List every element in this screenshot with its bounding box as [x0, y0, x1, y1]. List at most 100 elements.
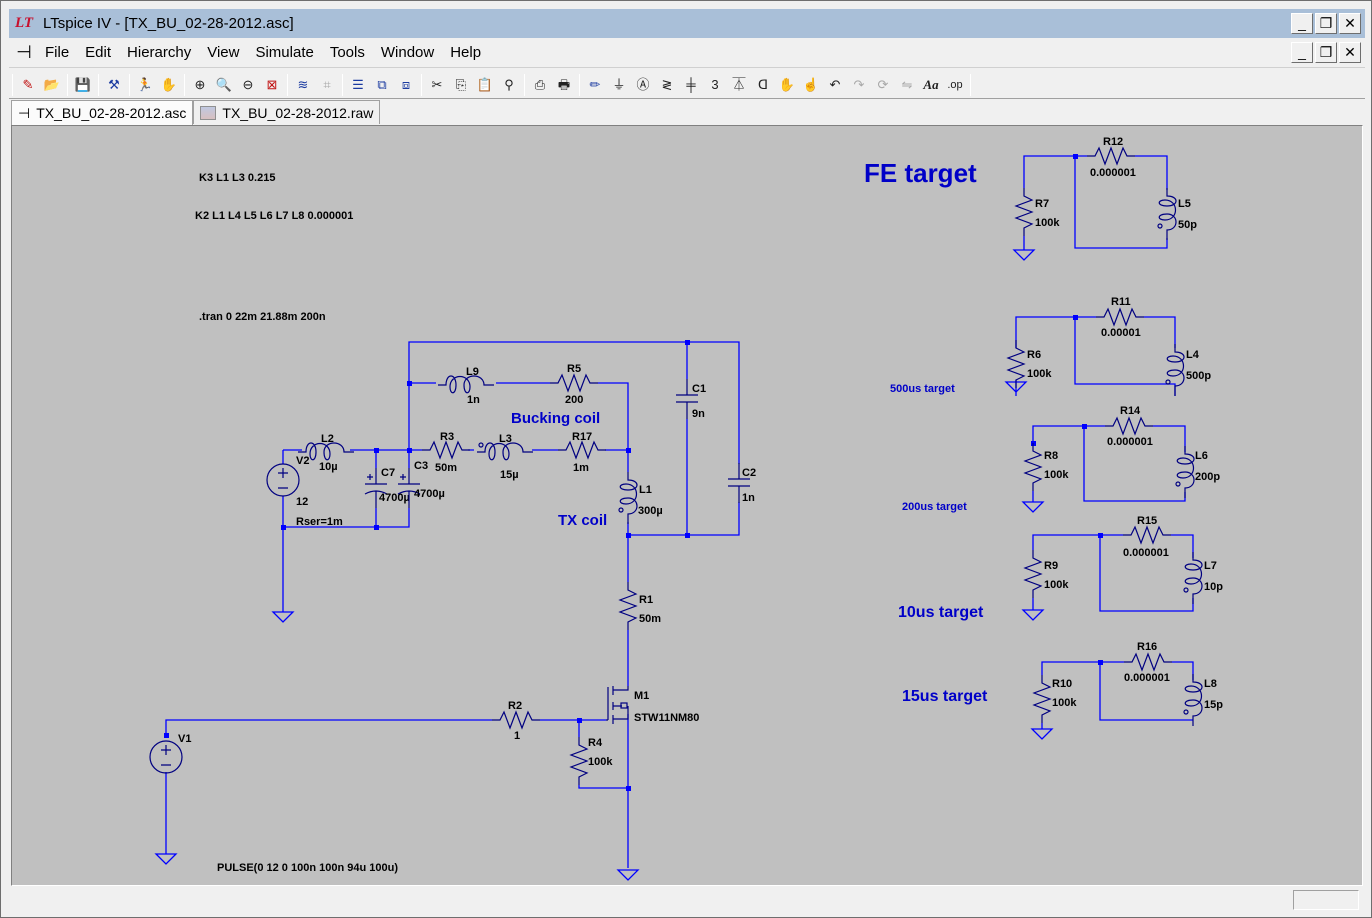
c2-label[interactable]: C2 — [742, 467, 756, 479]
c3-value[interactable]: 4700µ — [414, 488, 445, 500]
r10-label[interactable]: R10 — [1052, 678, 1072, 690]
r2-value[interactable]: 1 — [514, 730, 520, 742]
v1-label[interactable]: V1 — [178, 733, 191, 745]
menu-hierarchy[interactable]: Hierarchy — [127, 44, 192, 61]
ground-icon[interactable]: ⏚ — [612, 76, 626, 92]
draw-wire-icon[interactable]: ✏ — [589, 76, 601, 92]
fe-target-note[interactable]: FE target — [864, 158, 977, 188]
v2-value[interactable]: 12 — [296, 496, 308, 508]
resistor-r17[interactable] — [557, 441, 607, 459]
r4-value[interactable]: 100k — [588, 756, 613, 768]
menu-window[interactable]: Window — [380, 44, 435, 61]
l9-value[interactable]: 1n — [467, 394, 480, 406]
move-icon[interactable]: ✋ — [778, 76, 796, 92]
resistor-icon[interactable]: ≷ — [661, 76, 673, 92]
r7-label[interactable]: R7 — [1035, 198, 1049, 210]
c7-value[interactable]: 4700µ — [379, 492, 410, 504]
15us-target-note[interactable]: 15us target — [902, 688, 988, 705]
print-preview-icon[interactable]: ⎙ — [534, 76, 546, 92]
doc-close-button[interactable]: ✕ — [1339, 42, 1361, 63]
print-icon[interactable]: 🖶 — [557, 76, 571, 92]
l9-label[interactable]: L9 — [466, 366, 479, 378]
menu-tools[interactable]: Tools — [329, 44, 365, 61]
tran-directive[interactable]: .tran 0 22m 21.88m 200n — [199, 311, 326, 323]
l7-label[interactable]: L7 — [1204, 560, 1217, 572]
10us-target-note[interactable]: 10us target — [898, 604, 984, 621]
l6-value[interactable]: 200p — [1195, 471, 1220, 483]
200us-target-note[interactable]: 200us target — [902, 501, 967, 513]
r6-value[interactable]: 100k — [1027, 368, 1052, 380]
inductor-icon[interactable]: 3 — [711, 76, 719, 92]
m1-label[interactable]: M1 — [634, 690, 649, 702]
k3-directive[interactable]: K3 L1 L3 0.215 — [199, 172, 275, 184]
zoom-fit-icon[interactable]: ⊠ — [266, 76, 278, 92]
r17-label[interactable]: R17 — [572, 431, 592, 443]
undo-icon[interactable]: ↶ — [829, 76, 841, 92]
r11-value[interactable]: 0.00001 — [1101, 327, 1141, 339]
inductor-l9[interactable] — [437, 375, 495, 394]
tx-coil-note[interactable]: TX coil — [558, 512, 607, 529]
l5-label[interactable]: L5 — [1178, 198, 1191, 210]
copy-icon[interactable]: ⎘ — [455, 76, 467, 92]
r7-value[interactable]: 100k — [1035, 217, 1060, 229]
tile-horizontal-icon[interactable]: ☰ — [352, 76, 364, 92]
paste-icon[interactable]: 📋 — [476, 76, 494, 92]
r15-value[interactable]: 0.000001 — [1123, 547, 1169, 559]
tab-waveform[interactable]: TX_BU_02-28-2012.raw — [193, 100, 381, 124]
menu-file[interactable]: File — [45, 44, 70, 61]
voltage-source-v2[interactable] — [266, 463, 300, 497]
menu-help[interactable]: Help — [450, 44, 482, 61]
cut-icon[interactable]: ✂ — [431, 76, 443, 92]
r14-label[interactable]: R14 — [1120, 405, 1141, 417]
r5-value[interactable]: 200 — [565, 394, 583, 406]
r12-value[interactable]: 0.000001 — [1090, 167, 1136, 179]
r8-value[interactable]: 100k — [1044, 469, 1069, 481]
menu-simulate[interactable]: Simulate — [255, 44, 314, 61]
pulse-spec[interactable]: PULSE(0 12 0 100n 100n 94u 100u) — [217, 862, 398, 874]
l3-value[interactable]: 15µ — [500, 469, 519, 481]
label-net-icon[interactable]: Ⓐ — [636, 76, 650, 92]
resistor-r5[interactable] — [549, 374, 599, 392]
v2-label[interactable]: V2 — [296, 455, 309, 467]
c2-value[interactable]: 1n — [742, 492, 755, 504]
find-icon[interactable]: ⚲ — [504, 76, 514, 92]
resistor-r1[interactable] — [619, 581, 637, 631]
r12-label[interactable]: R12 — [1103, 136, 1123, 148]
component-icon[interactable]: ᗡ — [758, 76, 768, 92]
l2-label[interactable]: L2 — [321, 433, 334, 445]
voltage-source-v1[interactable] — [149, 740, 183, 774]
r11-label[interactable]: R11 — [1111, 296, 1131, 308]
resistor-r4[interactable] — [570, 736, 588, 786]
500us-target-note[interactable]: 500us target — [890, 383, 955, 395]
r6-label[interactable]: R6 — [1027, 349, 1041, 361]
k2-directive[interactable]: K2 L1 L4 L5 L6 L7 L8 0.000001 — [195, 210, 353, 222]
doc-minimize-button[interactable]: _ — [1291, 42, 1313, 63]
r3-label[interactable]: R3 — [440, 431, 454, 443]
capacitor-icon[interactable]: ╪ — [686, 76, 696, 92]
r8-label[interactable]: R8 — [1044, 450, 1058, 462]
resistor-r3[interactable] — [421, 441, 471, 459]
resistor-r2[interactable] — [491, 711, 541, 729]
zoom-in-icon[interactable]: ⊕ — [194, 76, 206, 92]
r16-value[interactable]: 0.000001 — [1124, 672, 1170, 684]
tab-schematic[interactable]: ⊣ TX_BU_02-28-2012.asc — [11, 100, 194, 125]
r1-value[interactable]: 50m — [639, 613, 661, 625]
diode-icon[interactable]: ⏄ — [732, 76, 746, 92]
r16-label[interactable]: R16 — [1137, 641, 1157, 653]
save-icon[interactable]: 💾 — [74, 76, 92, 92]
l3-label[interactable]: L3 — [499, 433, 512, 445]
schematic-svg[interactable]: K3 L1 L3 0.215 K2 L1 L4 L5 L6 L7 L8 0.00… — [12, 126, 1363, 886]
r9-label[interactable]: R9 — [1044, 560, 1058, 572]
r5-label[interactable]: R5 — [567, 363, 581, 375]
r14-value[interactable]: 0.000001 — [1107, 436, 1153, 448]
autorange-icon[interactable]: ≋ — [297, 76, 309, 92]
new-schematic-icon[interactable]: ✎ — [22, 76, 34, 92]
l4-label[interactable]: L4 — [1186, 349, 1200, 361]
l1-label[interactable]: L1 — [639, 484, 652, 496]
r1-label[interactable]: R1 — [639, 594, 653, 606]
r15-label[interactable]: R15 — [1137, 515, 1157, 527]
schematic-doc-icon[interactable]: ⊣ — [16, 42, 32, 62]
r2-label[interactable]: R2 — [508, 700, 522, 712]
l2-value[interactable]: 10µ — [319, 461, 338, 473]
v2-rser[interactable]: Rser=1m — [296, 516, 343, 528]
